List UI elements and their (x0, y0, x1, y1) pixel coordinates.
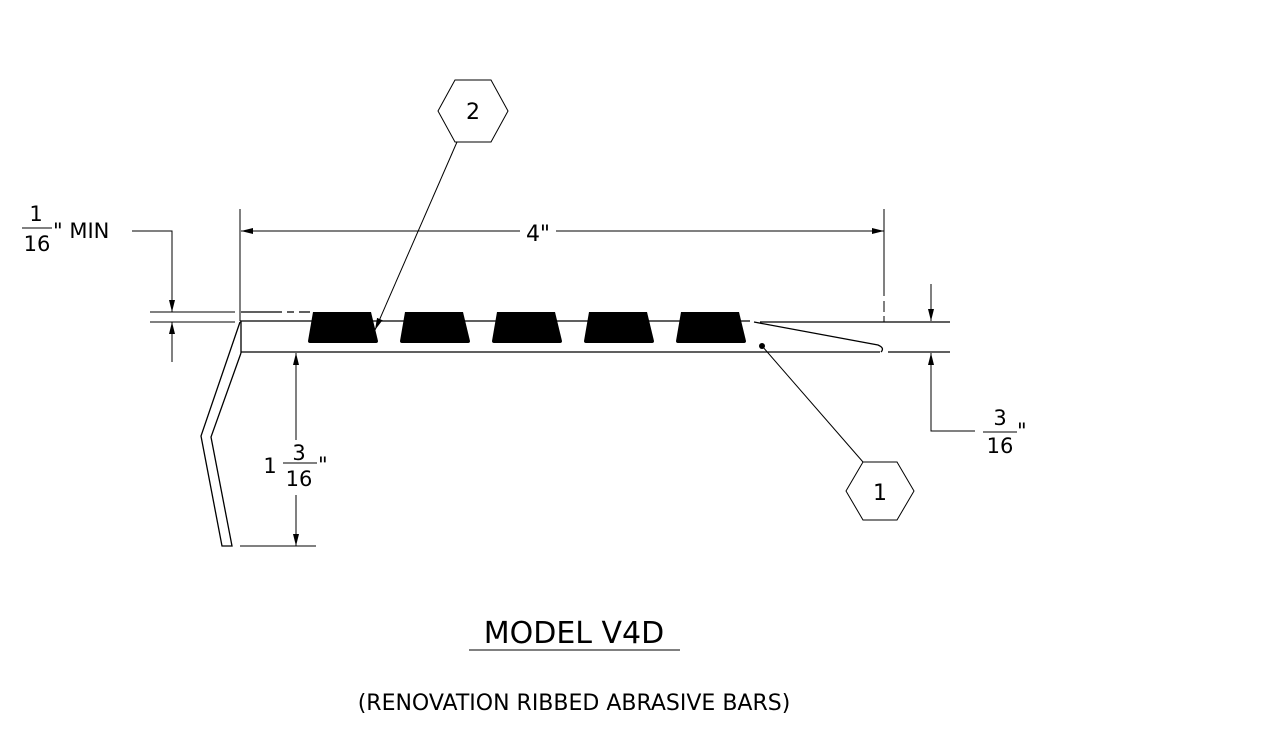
width-label: 4" (526, 222, 550, 247)
nose-height-suffix: " (318, 453, 328, 477)
nose-height-numerator: 3 (292, 441, 305, 465)
drawing-title: MODEL V4D (484, 616, 665, 651)
thickness-suffix: " (1017, 419, 1027, 443)
balloon-1: 1 (759, 343, 915, 521)
abrasive-bar (492, 312, 562, 343)
balloon-2: 2 (374, 79, 509, 331)
abrasive-bar (676, 312, 746, 343)
min-gap-dimension: 1 16 " MIN (22, 202, 235, 362)
min-gap-suffix: " MIN (53, 219, 109, 243)
leader-dot (759, 343, 765, 349)
abrasive-bars (308, 312, 746, 343)
balloon-2-label: 2 (466, 100, 480, 125)
balloon-1-label: 1 (873, 481, 887, 506)
thickness-dimension: 3 16 " (928, 284, 1027, 458)
abrasive-bar (400, 312, 470, 343)
abrasive-bar (584, 312, 654, 343)
nose-height-whole: 1 (263, 454, 276, 478)
abrasive-bar (308, 312, 378, 343)
tread-profile (200, 311, 950, 547)
drawing-subtitle: (RENOVATION RIBBED ABRASIVE BARS) (358, 691, 791, 716)
thickness-numerator: 3 (993, 406, 1006, 430)
thickness-denominator: 16 (987, 434, 1014, 458)
width-dimension: 4" (239, 209, 885, 322)
min-gap-numerator: 1 (29, 202, 42, 226)
nose-height-dimension: 1 3 16 " (240, 353, 328, 547)
nose-height-denominator: 16 (286, 467, 313, 491)
min-gap-denominator: 16 (24, 232, 51, 256)
